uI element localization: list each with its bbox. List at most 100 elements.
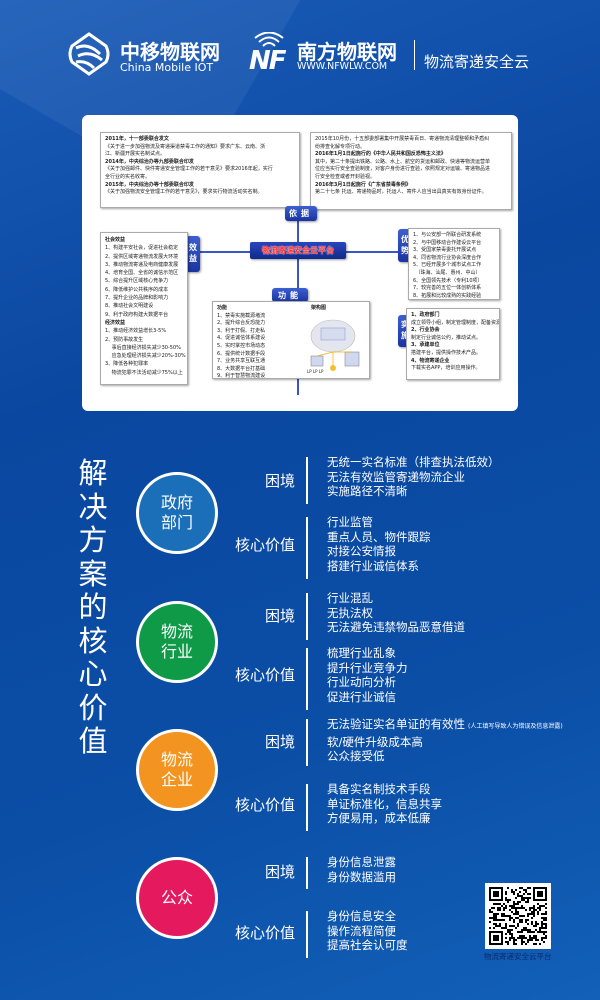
list-item-text: 操作流程简便 bbox=[327, 923, 396, 938]
list-item-text: 提升行业竞争力 bbox=[327, 660, 408, 675]
mindmap-card: 2011年，十一部委联合发文《关于进一步加强物流及寄递渠道禁毒工作的通知》要求广… bbox=[82, 115, 518, 411]
nf-name: 南方物联网 bbox=[297, 40, 397, 64]
core-value-label: 核心价值 bbox=[234, 924, 295, 942]
architecture-lp-label: LP LP LP bbox=[307, 369, 324, 374]
list-item: 无法有效监管寄递物流企业 bbox=[327, 470, 500, 485]
list-item: 身份信息泄露 bbox=[327, 855, 396, 870]
header-divider bbox=[414, 40, 415, 70]
group-name: 政府部门 bbox=[160, 493, 193, 532]
architecture-diagram-icon bbox=[310, 319, 360, 371]
list-item-text: 无统一实名标准（排查执法低效） bbox=[327, 455, 500, 469]
box-line: 1、构建平安社会，促进社会稳定 bbox=[105, 245, 179, 252]
qr-code[interactable] bbox=[485, 883, 551, 949]
group-circle[interactable]: 物流行业 bbox=[136, 601, 218, 683]
list-item: 提升行业竞争力 bbox=[327, 661, 408, 676]
list-item-text: 行业动向分析 bbox=[327, 675, 396, 690]
core-value-label: 核心价值 bbox=[234, 666, 295, 684]
dilemma-label: 困境 bbox=[264, 863, 295, 881]
list-item-text: 提高社会认可度 bbox=[327, 938, 408, 953]
list-item: 身份数据滥用 bbox=[327, 870, 396, 885]
list-item-text: 对接公安情报 bbox=[327, 544, 396, 559]
divider-bar bbox=[306, 784, 308, 832]
cmiot-english: China Mobile IOT bbox=[120, 61, 214, 74]
list-item: （珠海、汕尾、惠州、中山） bbox=[413, 269, 481, 276]
qr-caption: 物流寄递安全云平台 bbox=[484, 952, 552, 961]
divider-bar bbox=[306, 457, 308, 505]
wifi-signal-icon bbox=[254, 32, 284, 47]
product-name: 物流寄递安全云 bbox=[424, 53, 530, 71]
box-line: 搭建平台，提供操作技术产品。 bbox=[411, 349, 482, 356]
core-value-list: 梳理行业乱象提升行业竞争力行业动向分析促进行业诚信 bbox=[327, 646, 408, 705]
box-line: 4、培育全国、全省的诚信示范区 bbox=[105, 270, 179, 277]
qr-code-icon bbox=[489, 887, 547, 945]
list-item: 无执法权 bbox=[327, 606, 465, 621]
core-value-list: 身份信息安全操作流程简便提高社会认可度 bbox=[327, 909, 408, 953]
list-item-text: 实施路径不清晰 bbox=[327, 484, 408, 499]
box-line: 应急处理经济损失减少20%-30% bbox=[105, 353, 186, 360]
box-line: 全行业的实名收寄。 bbox=[105, 173, 151, 180]
list-item: 软/硬件升级成本高 bbox=[327, 735, 563, 750]
box-line: 成立领导小组，制定管理制度，配备资源 bbox=[411, 319, 500, 326]
group-name: 物流行业 bbox=[160, 622, 193, 661]
list-item: 7、业务共享互联互通 bbox=[217, 358, 266, 365]
list-item: 行业混乱 bbox=[327, 591, 465, 606]
box-line: 1、推动经济效益增长3-5% bbox=[105, 328, 167, 335]
box-heading: 2、行业协会 bbox=[411, 327, 440, 334]
basis-right-box: 2015年10月份，十五部委部署集中开展禁毒百日、寄递物流清理整顿和矛盾纠纷排查… bbox=[310, 132, 512, 210]
list-item: 梳理行业乱象 bbox=[327, 646, 408, 661]
box-line: 6、降低维护公共秩序的成本 bbox=[105, 286, 169, 293]
tab-function[interactable]: 功能 bbox=[272, 288, 308, 302]
center-platform[interactable]: 物流寄递安全云平台 bbox=[250, 242, 346, 259]
box-line: 其中，第二十条提出铁路、公路、水上、航空的货运和邮政、快递等物流运营单 bbox=[315, 158, 491, 165]
list-item: 无法验证实名单证的有效性(人工填写导致人为错误及信息泄露) bbox=[327, 717, 563, 735]
box-heading: 2014年，中央综治办等九部委联合印发 bbox=[105, 158, 194, 165]
box-line: 位应当实行安全查验制度，对客户身份进行查验，依照规定对运输、寄递物品进 bbox=[315, 166, 491, 173]
box-line: 《关于加强邮件、快件寄递安全管理工作的若干意见》要求2016年起，实行 bbox=[105, 166, 273, 173]
list-item: 促进行业诚信 bbox=[327, 690, 408, 705]
list-item: 2、与中国移动合作建设云平台 bbox=[413, 239, 482, 246]
tab-basis[interactable]: 依据 bbox=[285, 206, 317, 221]
group-circle[interactable]: 公众 bbox=[136, 857, 218, 939]
list-item-text: 梳理行业乱象 bbox=[327, 646, 396, 660]
list-item-text: 促进行业诚信 bbox=[327, 690, 396, 705]
dilemma-list: 身份信息泄露身份数据滥用 bbox=[327, 855, 396, 884]
list-item-text: 具备实名制技术手段 bbox=[327, 782, 431, 796]
group-circle[interactable]: 物流企业 bbox=[136, 729, 218, 811]
core-value-label: 核心价值 bbox=[234, 536, 295, 554]
box-heading: 2016年3月1日起施行《广东省禁毒条例》 bbox=[315, 181, 411, 188]
box-heading: 经济效益 bbox=[105, 319, 126, 326]
dilemma-list: 行业混乱无执法权无法避免违禁物品恶意借道 bbox=[327, 591, 465, 635]
core-value-list: 具备实名制技术手段单证标准化，信息共享方便易用，成本低廉 bbox=[327, 782, 442, 826]
basis-left-box: 2011年，十一部委联合发文《关于进一步加强物流及寄递渠道禁毒工作的通知》要求广… bbox=[100, 132, 300, 208]
box-line: 3、降低各种犯罪率 bbox=[105, 361, 149, 368]
box-heading: 2016年1月1日起施行的《中华人民共和国反恐怖主义法》 bbox=[315, 151, 446, 158]
box-line: 《关于加强物流安全管理工作的若干意见》，要求实行物流活动实名制。 bbox=[105, 189, 263, 196]
list-item-text: 无法验证实名单证的有效性 bbox=[327, 717, 465, 731]
nf-logo: NF bbox=[247, 32, 291, 76]
core-value-label: 核心价值 bbox=[234, 796, 295, 814]
box-line: 第二十七条 托运、寄递物品时，托运人、寄件人应当出具真实有效身份证件。 bbox=[315, 189, 487, 196]
list-item: 提高社会认可度 bbox=[327, 938, 408, 953]
list-item: 无法避免违禁物品恶意借道 bbox=[327, 620, 465, 635]
box-line: 8、推动社会文明建设 bbox=[105, 303, 154, 310]
list-item-text: 软/硬件升级成本高 bbox=[327, 734, 423, 749]
box-line: 2、预防事故发生 bbox=[105, 336, 144, 343]
list-item: 具备实名制技术手段 bbox=[327, 782, 442, 797]
architecture-title: 架构图 bbox=[311, 305, 327, 311]
tab-benefit[interactable]: 效益 bbox=[186, 236, 200, 272]
list-item: 1、与公安部一所联合研发系统 bbox=[413, 232, 482, 238]
box-heading: 4、物流寄递企业 bbox=[411, 357, 450, 364]
box-line: 3、推动物流寄递及电商健康发展 bbox=[105, 261, 179, 268]
group-circle[interactable]: 政府部门 bbox=[136, 472, 218, 554]
box-heading: 3、承建单位 bbox=[411, 342, 440, 349]
list-item: 5、实时掌控市场动态 bbox=[217, 342, 266, 349]
list-item: 无统一实名标准（排查执法低效） bbox=[327, 455, 500, 470]
nf-logo-letters: NF bbox=[249, 46, 287, 76]
list-item: 4、促进诚信体系建设 bbox=[217, 335, 266, 342]
divider-bar bbox=[306, 911, 308, 959]
box-line: 2、提供区域寄递物流发展大环境 bbox=[105, 253, 179, 260]
section-title-vertical: 解决方案的核心价值 bbox=[78, 456, 108, 758]
